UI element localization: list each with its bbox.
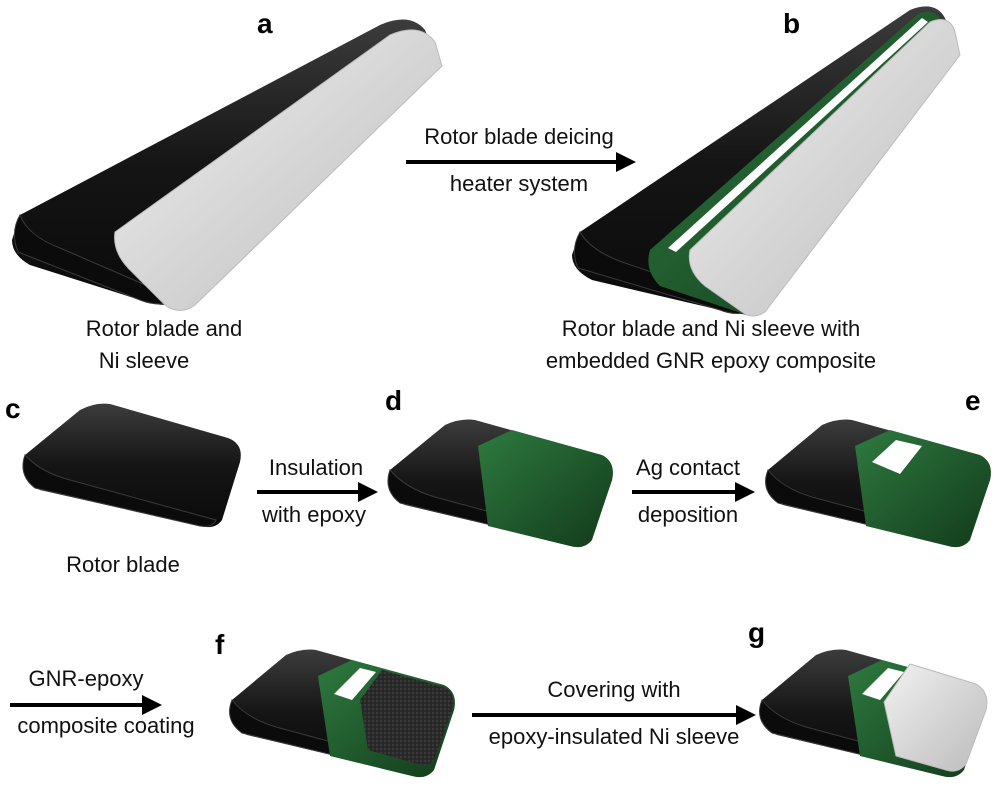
panel-letter-c: c bbox=[5, 393, 21, 424]
step-f-to-g-line2: epoxy-insulated Ni sleeve bbox=[489, 724, 740, 749]
step-c-to-d-line2: with epoxy bbox=[261, 502, 366, 527]
ag-contact-strip-b bbox=[668, 18, 928, 252]
step-a-to-b-line1: Rotor blade deicing bbox=[424, 124, 614, 149]
panel-g-illustration bbox=[759, 649, 988, 778]
step-a-to-b-line2: heater system bbox=[450, 171, 588, 196]
epoxy-layer-d bbox=[478, 430, 613, 548]
panel-c-illustration bbox=[22, 403, 241, 528]
panel-b-illustration bbox=[572, 6, 961, 317]
ni-sleeve-g bbox=[883, 663, 988, 772]
caption-b-line2: embedded GNR epoxy composite bbox=[546, 348, 876, 373]
ag-contact-f bbox=[334, 668, 376, 700]
caption-a-line1: Rotor blade and bbox=[86, 316, 243, 341]
panel-letter-b: b bbox=[783, 8, 800, 39]
blade-c-end bbox=[22, 454, 217, 527]
step-e-to-f-line2: composite coating bbox=[17, 713, 194, 738]
panel-a-illustration bbox=[12, 19, 443, 311]
caption-a-line2: Ni sleeve bbox=[99, 348, 189, 373]
panel-f-illustration bbox=[229, 649, 455, 778]
ni-sleeve-b bbox=[688, 19, 961, 317]
caption-c-line1: Rotor blade bbox=[66, 552, 180, 577]
epoxy-layer-e bbox=[855, 430, 991, 548]
panel-letter-f: f bbox=[215, 629, 225, 660]
panel-letter-e: e bbox=[965, 385, 981, 416]
step-c-to-d-line1: Insulation bbox=[269, 455, 363, 480]
panel-e-illustration bbox=[765, 419, 991, 548]
step-d-to-e-line2: deposition bbox=[638, 502, 738, 527]
caption-b-line1: Rotor blade and Ni sleeve with bbox=[562, 316, 860, 341]
ni-sleeve-a bbox=[114, 29, 443, 311]
ag-contact-e bbox=[872, 440, 922, 474]
panel-letter-d: d bbox=[385, 385, 402, 416]
panel-d-illustration bbox=[387, 419, 613, 548]
step-e-to-f-line1: GNR-epoxy bbox=[29, 666, 144, 691]
panel-letter-a: a bbox=[257, 8, 273, 39]
panel-letter-g: g bbox=[748, 617, 765, 648]
step-f-to-g-line1: Covering with bbox=[547, 677, 680, 702]
step-d-to-e-line1: Ag contact bbox=[636, 455, 740, 480]
gnr-coating-f bbox=[360, 670, 454, 766]
ag-contact-g bbox=[862, 668, 904, 700]
